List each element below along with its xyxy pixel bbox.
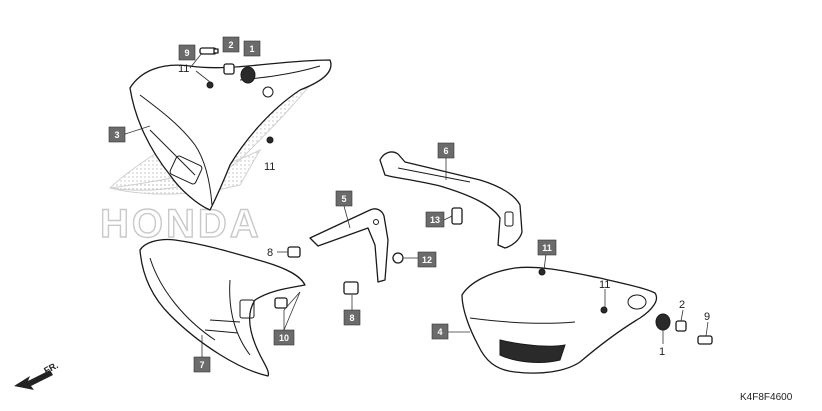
label-11-cowl: 11 — [264, 161, 275, 173]
label-box-2-top: 2 — [222, 36, 240, 53]
label-box-9-top: 9 — [178, 44, 196, 61]
label-box-5: 5 — [335, 190, 353, 207]
svg-text:5: 5 — [341, 194, 346, 204]
hardware-clip-8a — [287, 246, 301, 258]
svg-text:12: 12 — [422, 255, 432, 265]
front-arrow: FR. — [14, 360, 60, 390]
diagram-code: K4F8F4600 — [740, 392, 793, 403]
svg-text:2: 2 — [228, 40, 233, 50]
svg-text:9: 9 — [184, 48, 189, 58]
label-box-8: 8 — [343, 309, 361, 326]
label-1-grommet: 1 — [659, 346, 665, 358]
part-6-stay — [379, 151, 523, 249]
label-11-top-left: 11 — [178, 63, 189, 75]
label-box-6: 6 — [437, 142, 455, 159]
svg-text:4: 4 — [437, 327, 442, 337]
leader-lines — [124, 52, 709, 357]
hardware-bolt-13 — [451, 207, 463, 225]
label-box-7: 7 — [193, 356, 211, 373]
label-11-guard: 11 — [599, 279, 610, 291]
label-box-12: 12 — [417, 251, 437, 268]
svg-text:6: 6 — [443, 146, 448, 156]
hardware-bolt-9-top — [199, 47, 219, 55]
hardware-bolt-12 — [392, 252, 404, 264]
hardware-collar-2-top — [223, 63, 235, 75]
label-9-bolt: 9 — [704, 311, 710, 323]
hardware-clip-8b — [343, 281, 359, 295]
svg-text:8: 8 — [349, 313, 354, 323]
part-5-bracket — [309, 208, 389, 283]
label-box-11-right: 11 — [537, 239, 557, 256]
label-8-clip: 8 — [267, 247, 273, 259]
svg-text:13: 13 — [430, 215, 440, 225]
part-3-upper-cowl — [129, 59, 332, 211]
svg-text:10: 10 — [279, 333, 289, 343]
hardware-bolt-9 — [697, 335, 713, 345]
svg-text:7: 7 — [199, 360, 204, 370]
hardware-grommet-1 — [655, 313, 671, 331]
watermark-text: HONDA — [100, 202, 262, 246]
label-box-10: 10 — [273, 329, 295, 346]
hardware-grommet-1-top — [240, 66, 256, 84]
part-4-knuckle-guard — [461, 266, 658, 374]
label-box-13: 13 — [425, 211, 445, 228]
hardware-screw-11c — [538, 268, 546, 276]
front-arrow-label: FR. — [42, 360, 59, 376]
svg-text:3: 3 — [114, 130, 119, 140]
label-2-collar: 2 — [679, 299, 685, 311]
svg-text:11: 11 — [542, 243, 552, 253]
hardware-screw-11b — [266, 136, 274, 144]
part-7-lower-cover — [139, 238, 306, 377]
label-box-4: 4 — [431, 323, 449, 340]
hardware-screw-11a — [206, 81, 214, 89]
label-box-1-top: 1 — [243, 40, 261, 57]
hardware-screw-11d — [600, 306, 608, 314]
hardware-collar-2 — [675, 320, 687, 332]
svg-text:1: 1 — [249, 44, 254, 54]
label-box-3: 3 — [108, 126, 126, 143]
hardware-clip-10 — [274, 297, 288, 309]
